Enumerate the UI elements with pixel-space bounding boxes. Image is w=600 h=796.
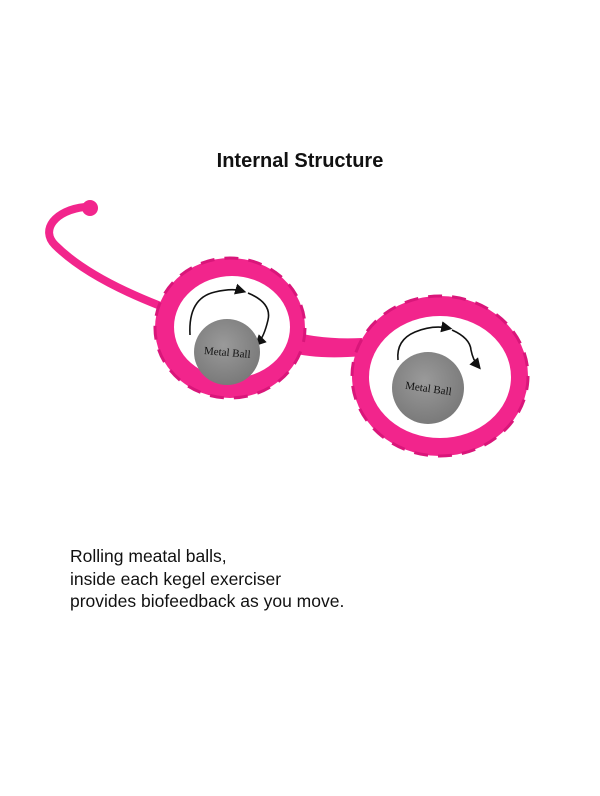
- right-metal-ball: [392, 352, 464, 424]
- ring-connector: [288, 330, 362, 358]
- diagram-title: Internal Structure: [216, 150, 384, 172]
- left-rotation-arrows: [189, 283, 270, 347]
- left-metal-ball: [194, 319, 260, 385]
- cord-end-knob: [82, 200, 98, 216]
- caption: Rolling meatal balls, inside each kegel …: [70, 545, 570, 613]
- caption-line: Rolling meatal balls,: [70, 546, 227, 566]
- left-metal-ball-label: Metal Ball: [203, 345, 251, 361]
- caption-line: provides biofeedback as you move.: [70, 591, 345, 611]
- right-rotation-arrows: [397, 321, 481, 370]
- caption-line: inside each kegel exerciser: [70, 568, 282, 589]
- retrieval-cord: [45, 200, 162, 309]
